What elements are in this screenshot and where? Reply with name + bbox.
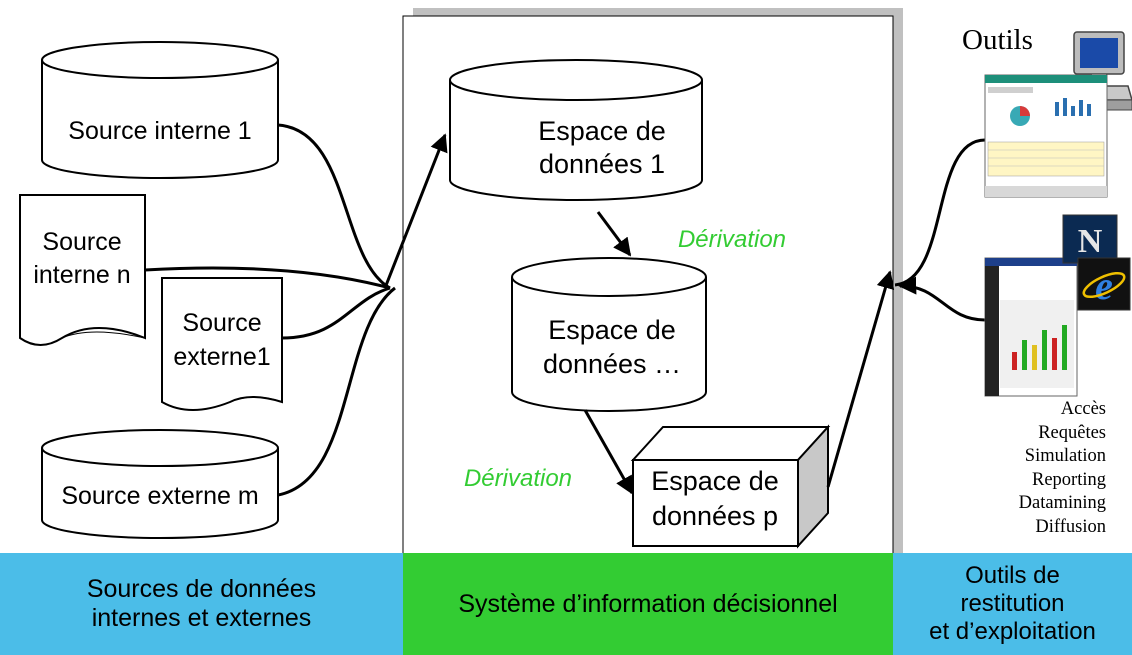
- tools-title: Outils: [962, 24, 1033, 56]
- chart-3d-screenshot: [984, 257, 1078, 397]
- tools-item-reporting: Reporting: [1032, 469, 1106, 490]
- tools-list: Accès Requêtes Simulation Reporting Data…: [1019, 398, 1106, 539]
- arrow-to-espace-1: [383, 133, 448, 289]
- tool-connectors: [894, 138, 986, 322]
- document-source-externe-1: Source externe1: [161, 277, 283, 411]
- source-externe-1-line1: Source: [182, 309, 261, 337]
- band-outils: Outils de restitution et d’exploitation: [893, 553, 1132, 655]
- cylinder-espace-donnees-1: Espace de données 1: [449, 59, 703, 201]
- source-externe-1-line2: externe1: [173, 343, 270, 371]
- connector-source-externe-1: [281, 286, 391, 340]
- espace-1-line2: données 1: [539, 149, 665, 179]
- tools-item-diffusion: Diffusion: [1035, 516, 1106, 537]
- connector-source-interne-n: [144, 266, 391, 290]
- cylinder-source-externe-m: Source externe m: [41, 429, 279, 539]
- source-interne-1-label: Source interne 1: [68, 117, 251, 145]
- band-outils-line2: restitution: [960, 590, 1065, 617]
- dashboard-screenshot: [984, 74, 1108, 198]
- espace-mid-line2: données …: [543, 349, 681, 379]
- document-source-interne-n: Source interne n: [19, 194, 146, 346]
- band-outils-line1: Outils de: [965, 562, 1060, 589]
- derivation-arrow-2: [583, 409, 634, 495]
- derivation-label-1: Dérivation: [678, 226, 786, 253]
- cylinder-source-interne-1: Source interne 1: [41, 41, 279, 179]
- tools-item-simulation: Simulation: [1024, 446, 1106, 466]
- band-outils-line3: et d’exploitation: [929, 618, 1096, 645]
- source-interne-n-line2: interne n: [33, 261, 130, 289]
- espace-1-line1: Espace de: [538, 116, 666, 146]
- espace-p-line2: données p: [652, 501, 778, 531]
- connector-source-externe-m: [277, 286, 396, 497]
- netscape-n-icon: N: [1062, 214, 1118, 264]
- cylinder-espace-donnees-mid: Espace de données …: [511, 257, 707, 412]
- derivation-arrow-1: [596, 211, 632, 257]
- source-connectors: [144, 123, 448, 497]
- derivation-label-2: Dérivation: [464, 465, 572, 492]
- espace-mid-line1: Espace de: [548, 315, 676, 345]
- tools-item-datamining: Datamining: [1018, 493, 1106, 513]
- espace-p-line1: Espace de: [651, 466, 779, 496]
- band-sources-line2: internes et externes: [91, 604, 312, 632]
- source-interne-n-line1: Source: [42, 228, 121, 256]
- band-systeme: Système d’information décisionnel: [403, 553, 893, 655]
- tools-item-acces: Accès: [1060, 399, 1106, 419]
- band-sources: Sources de données internes et externes: [0, 553, 403, 655]
- box-espace-donnees-p: Espace de données p: [630, 424, 831, 549]
- svg-text:N: N: [1078, 223, 1103, 260]
- band-sources-line1: Sources de données: [86, 575, 317, 603]
- arrow-to-tools: [826, 270, 895, 488]
- source-externe-m-label: Source externe m: [61, 482, 258, 510]
- connector-dashboard: [894, 138, 986, 287]
- tools-item-requetes: Requêtes: [1038, 422, 1106, 443]
- connector-source-interne-1: [277, 123, 391, 290]
- svg-text:e: e: [1095, 263, 1113, 308]
- band-systeme-label: Système d’information décisionnel: [458, 589, 838, 618]
- connector-chart: [898, 276, 986, 322]
- internet-explorer-e-icon: e: [1077, 257, 1131, 311]
